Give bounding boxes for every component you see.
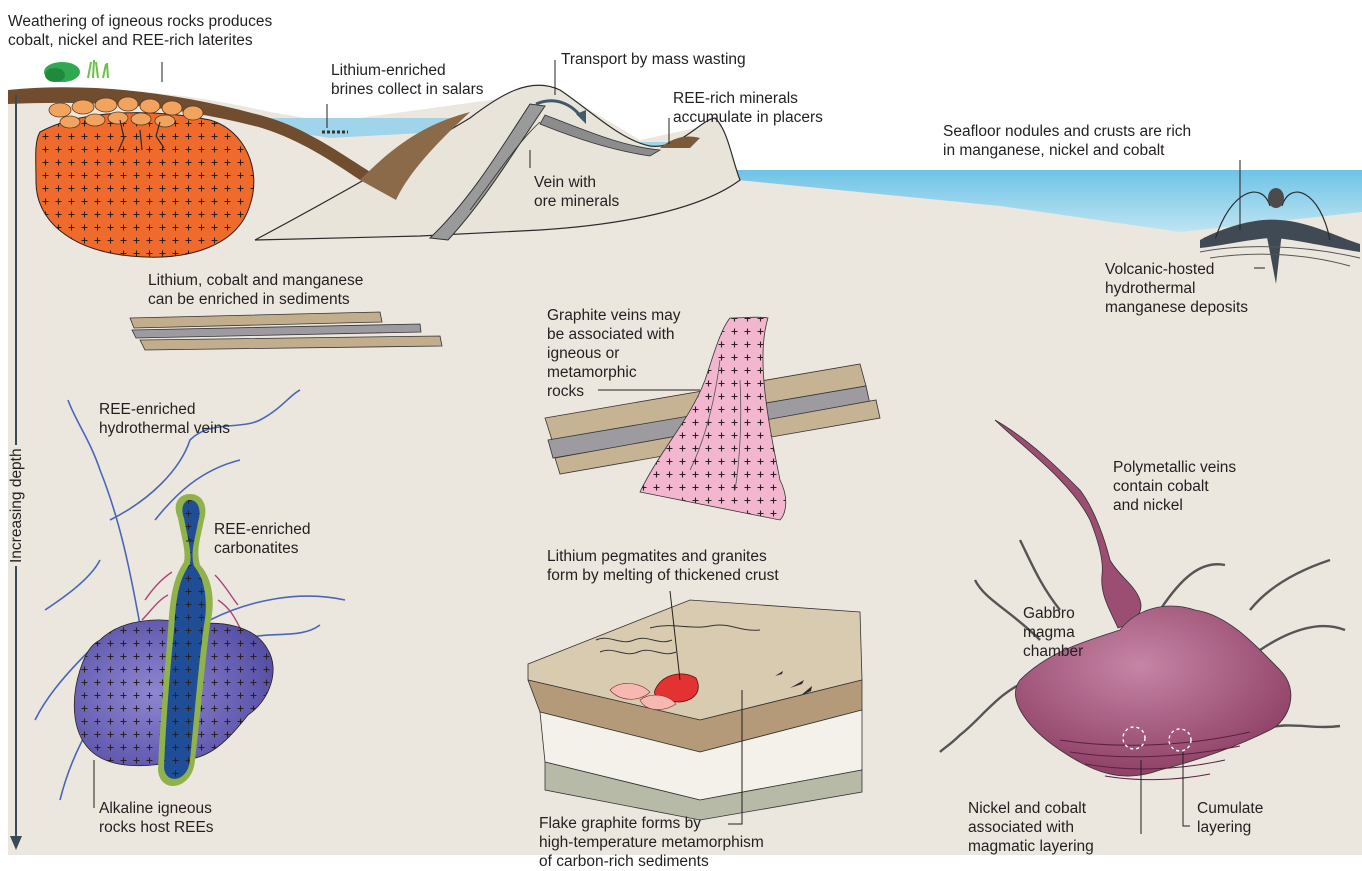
label-graphite-veins: Graphite veins may be associated with ig… <box>547 306 681 401</box>
label-seafloor: Seafloor nodules and crusts are rich in … <box>943 122 1191 160</box>
label-pegmatites: Lithium pegmatites and granites form by … <box>547 547 779 585</box>
label-vein-ore: Vein with ore minerals <box>534 173 619 211</box>
label-placers: REE-rich minerals accumulate in placers <box>673 89 823 127</box>
label-alkaline: Alkaline igneous rocks host REEs <box>99 799 214 837</box>
label-mass-wasting: Transport by mass wasting <box>561 50 746 69</box>
label-sediments: Lithium, cobalt and manganese can be enr… <box>148 271 363 309</box>
label-cumulate: Cumulate layering <box>1197 799 1263 837</box>
label-volcanic: Volcanic-hosted hydrothermal manganese d… <box>1105 260 1248 317</box>
label-polymetallic: Polymetallic veins contain cobalt and ni… <box>1113 458 1236 515</box>
vegetation-icon <box>44 60 108 82</box>
vent-plume <box>1268 188 1284 208</box>
label-flake-graphite: Flake graphite forms by high-temperature… <box>539 814 764 871</box>
label-brines: Lithium-enriched brines collect in salar… <box>331 61 483 99</box>
label-carbonatites: REE-enriched carbonatites <box>214 520 311 558</box>
label-gabbro: Gabbro magma chamber <box>1023 604 1083 661</box>
label-ree-veins: REE-enriched hydrothermal veins <box>99 400 230 438</box>
depth-axis-label: Increasing depth <box>8 445 26 566</box>
label-nickel-cobalt: Nickel and cobalt associated with magmat… <box>968 799 1094 856</box>
label-laterites: Weathering of igneous rocks produces cob… <box>8 12 272 50</box>
